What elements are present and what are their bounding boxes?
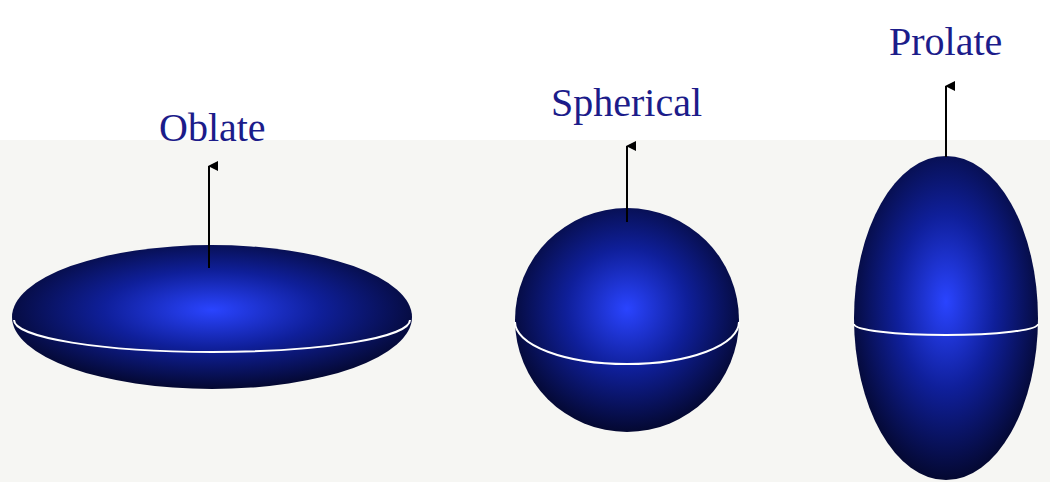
oblate-spheroid <box>12 245 412 389</box>
equator-line <box>515 322 739 364</box>
ground <box>0 140 1050 482</box>
shape-label: Oblate <box>159 108 266 148</box>
axis-arrow <box>208 166 210 268</box>
equator-line <box>854 324 1038 335</box>
prolate-spheroid <box>854 156 1038 480</box>
shape-label: Spherical <box>551 83 702 123</box>
sphere <box>515 208 739 432</box>
shape-label: Prolate <box>889 22 1002 62</box>
axis-arrow <box>626 146 628 222</box>
axis-arrow <box>945 86 947 157</box>
equator-line <box>14 320 410 352</box>
